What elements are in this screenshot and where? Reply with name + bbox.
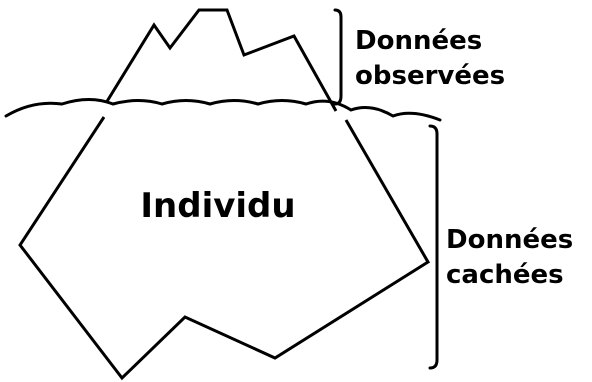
iceberg-submerged [18,116,431,381]
hidden-bracket [428,124,439,370]
observed-bracket [333,8,343,106]
hidden-label-line2: cachées [446,260,564,290]
observed-label-line1: Données [355,26,482,56]
center-label: Individu [140,186,295,226]
observed-label-line2: observées [355,61,505,91]
water-surface [4,98,442,122]
iceberg-tip [104,8,338,112]
hidden-label-line1: Données [446,225,573,255]
